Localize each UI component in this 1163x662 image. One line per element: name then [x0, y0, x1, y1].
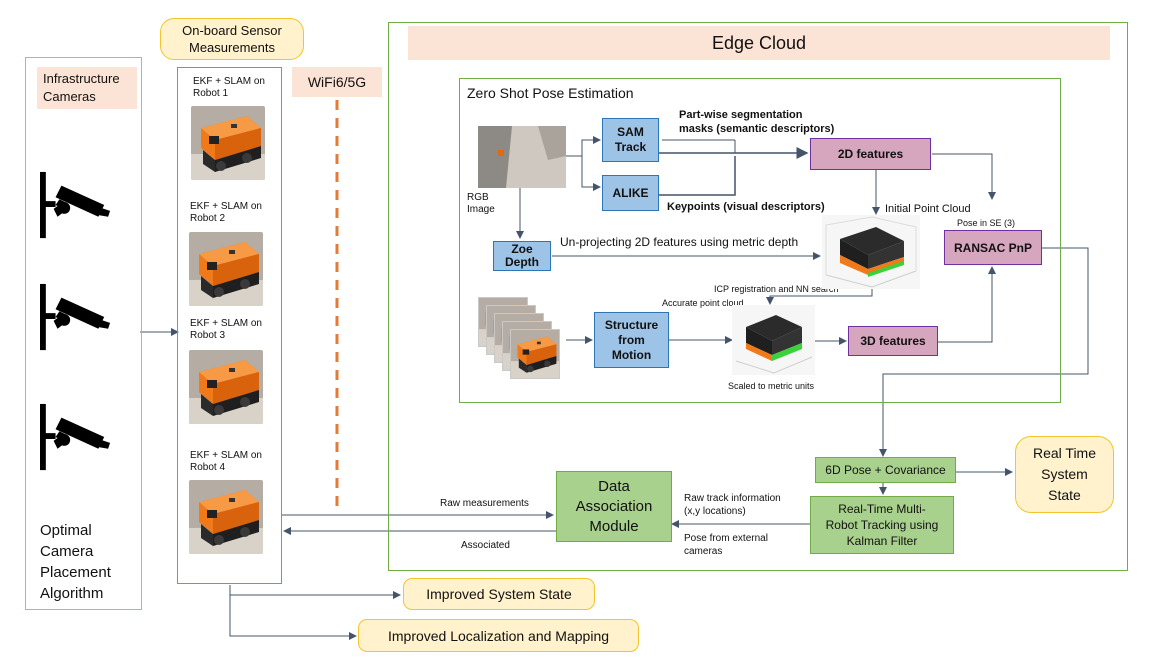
pose-estimation-panel [459, 78, 1061, 403]
onboard-title-badge: On-board Sensor Measurements [160, 18, 304, 60]
segmentation-note: Part-wise segmentation masks (semantic d… [679, 109, 835, 135]
infrastructure-title: Infrastructure Cameras [37, 67, 137, 109]
rgb-image-thumbnail [478, 126, 566, 188]
pose-external-cameras-label: Pose from external cameras [684, 533, 768, 557]
improved-localization-mapping: Improved Localization and Mapping [358, 619, 639, 652]
raw-measurements-label: Raw measurements [440, 498, 529, 509]
unprojecting-note: Un-projecting 2D features using metric d… [560, 235, 799, 249]
features-3d-box[interactable]: 3D features [848, 326, 938, 356]
keypoints-note: Keypoints (visual descriptors) [667, 201, 825, 213]
robot-4-caption: EKF + SLAM on Robot 4 [190, 450, 262, 473]
arrow-icp [766, 288, 873, 305]
ransac-pnp-box[interactable]: RANSAC PnP [944, 230, 1042, 265]
raw-track-info-label: Raw track information (x,y locations) [684, 493, 781, 517]
icp-note: ICP registration and NN search [714, 284, 839, 294]
infrastructure-panel [25, 57, 142, 610]
initial-point-cloud-label: Initial Point Cloud [885, 203, 971, 215]
network-label: WiFi6/5G [292, 67, 382, 97]
robot-3-image [189, 350, 263, 424]
pose-covariance-box[interactable]: 6D Pose + Covariance [815, 457, 956, 483]
zoe-depth-box[interactable]: Zoe Depth [493, 241, 551, 271]
robot-3-caption: EKF + SLAM on Robot 3 [190, 318, 262, 341]
edge-cloud-panel [388, 22, 1128, 571]
robot-2-image [189, 232, 263, 306]
robot-1-caption: EKF + SLAM on Robot 1 [193, 76, 265, 99]
cctv-camera-icon [40, 403, 111, 471]
robot-1-image [191, 106, 265, 180]
arrow-rgb-to-sam [566, 136, 601, 157]
kalman-tracking-box[interactable]: Real-Time Multi- Robot Tracking using Ka… [810, 496, 954, 554]
pose-estimation-title: Zero Shot Pose Estimation [467, 85, 634, 101]
edge-cloud-title: Edge Cloud [408, 26, 1110, 60]
arrow-ransac-to-pose [879, 247, 1089, 457]
accurate-point-cloud-image [732, 305, 815, 375]
associated-label: Associated [461, 540, 510, 551]
cctv-camera-icon [40, 171, 111, 239]
improved-system-state: Improved System State [403, 578, 595, 610]
camera-placement-algorithm-label: Optimal Camera Placement Algorithm [40, 522, 111, 602]
arrow-alike-to-2d [658, 156, 736, 196]
real-time-system-state: Real Time System State [1015, 436, 1114, 513]
video-frame-5 [510, 329, 560, 379]
arrow-3d-to-ransac [938, 266, 996, 343]
robot-2-caption: EKF + SLAM on Robot 2 [190, 201, 262, 224]
arrow-improved-state [229, 585, 401, 599]
pose-se3-label: Pose in SE (3) [957, 218, 1016, 228]
initial-point-cloud-image [822, 215, 920, 289]
data-association-module[interactable]: Data Association Module [556, 471, 672, 542]
accurate-point-cloud-label: Accurate point cloud [662, 298, 744, 308]
arrow-rgb-to-alike [581, 156, 601, 191]
arrow-improved-localization [229, 595, 357, 640]
onboard-panel [177, 67, 282, 584]
robot-4-image [189, 480, 263, 554]
arrow-2d-to-ransac [932, 153, 996, 200]
structure-from-motion-box[interactable]: Structure from Motion [594, 312, 669, 368]
cctv-camera-icon [40, 283, 111, 351]
sam-track-box[interactable]: SAM Track [602, 118, 659, 162]
features-2d-box[interactable]: 2D features [810, 138, 931, 170]
alike-box[interactable]: ALIKE [602, 175, 659, 211]
scaled-note: Scaled to metric units [728, 381, 815, 391]
rgb-image-label: RGB Image [467, 192, 495, 215]
